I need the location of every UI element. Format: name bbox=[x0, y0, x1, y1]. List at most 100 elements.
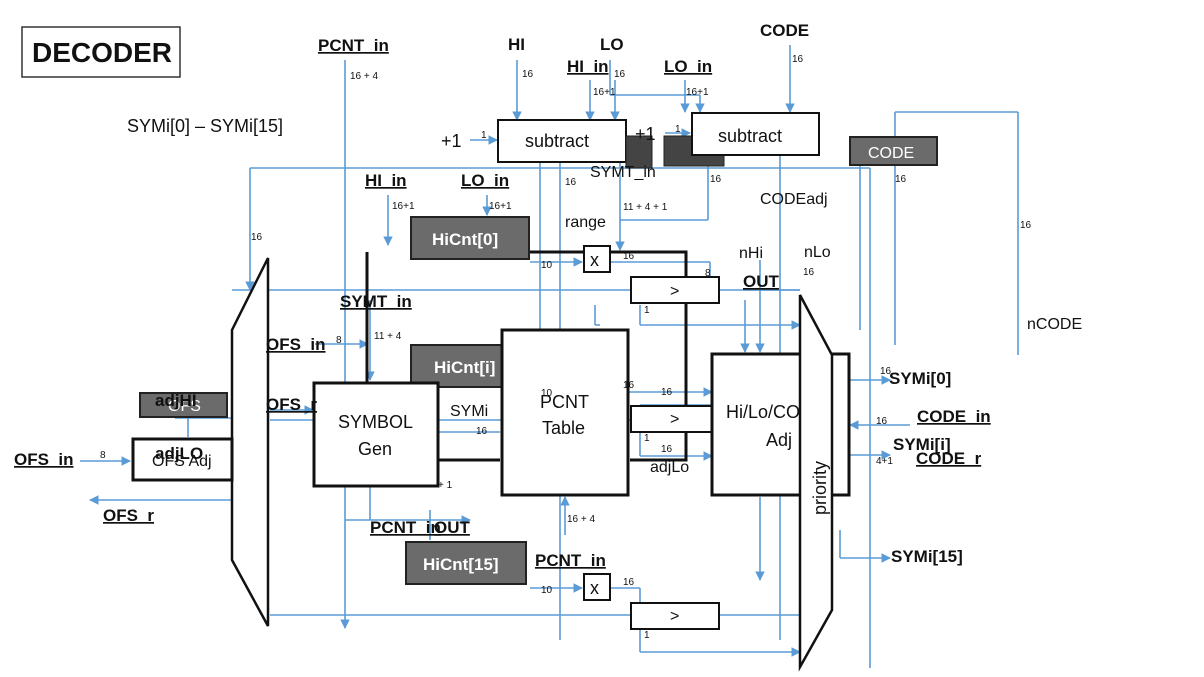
plus-one-left: +1 bbox=[441, 131, 462, 151]
subtract-right: subtract bbox=[691, 112, 820, 156]
hicnt-0-label: HiCnt[0] bbox=[432, 230, 498, 249]
hilo-adj-line2: Adj bbox=[766, 430, 792, 450]
width-code-in: 16 bbox=[876, 416, 888, 427]
symbol-gen-line1: SYMBOL bbox=[338, 412, 413, 432]
multiplier-15-label: x bbox=[590, 578, 599, 598]
width-range: 11 + 4 + 1 bbox=[623, 202, 668, 213]
symt-in-inner-label: SYMT_in bbox=[340, 292, 412, 311]
left-mux bbox=[230, 257, 270, 627]
pcnt-in-top-label: PCNT_in bbox=[318, 36, 389, 55]
adjhi-left-label: adjHI bbox=[155, 391, 197, 410]
symi15-output-label: SYMi[15] bbox=[891, 547, 963, 566]
width-mult0-out: 16 bbox=[623, 251, 635, 262]
width-adjlo: 16 bbox=[661, 444, 673, 455]
symt-in-top-label: SYMT_in bbox=[590, 164, 656, 181]
hicnt-15-label: HiCnt[15] bbox=[423, 555, 499, 574]
width-left-bus: 16 bbox=[251, 232, 263, 243]
ofs-in-left-label: OFS_in bbox=[14, 450, 74, 469]
out-label: OUT bbox=[743, 272, 780, 291]
ofs-adj-block: OFS Adj bbox=[131, 437, 234, 482]
width-symi0: 16 bbox=[880, 366, 892, 377]
width-symt-in: 11 + 4 bbox=[374, 331, 402, 342]
ofs-in-inner-label: OFS_in bbox=[266, 335, 326, 354]
symi-inner-label: SYMi bbox=[450, 403, 488, 420]
hi-in-top-label: HI_in bbox=[567, 57, 609, 76]
multiplier-15: x bbox=[583, 573, 611, 601]
title-box: DECODER bbox=[21, 26, 181, 78]
code-r-right-label: CODE_r bbox=[916, 449, 982, 468]
ofs-register-label: OFS bbox=[168, 398, 201, 415]
width-lo-in: 16+1 bbox=[686, 87, 709, 98]
hi-in-inner-label: HI_in bbox=[365, 171, 407, 190]
out-lower-label: OUT bbox=[434, 518, 471, 537]
width-ofs-in-left: 8 bbox=[100, 450, 106, 461]
code-in-right-label: CODE_in bbox=[917, 407, 991, 426]
symi0-output-label: SYMi[0] bbox=[889, 369, 951, 388]
width-hi: 16 bbox=[522, 69, 534, 80]
ofs-register: OFS bbox=[139, 392, 228, 418]
ncode-label: nCODE bbox=[1027, 316, 1082, 333]
lo-top-label: LO bbox=[600, 35, 624, 54]
width-cmpi-out: 1 bbox=[644, 433, 650, 444]
nhi-label: nHi bbox=[739, 245, 763, 262]
ofs-r-inner-label: OFS_r bbox=[266, 395, 317, 414]
comparator-15: > bbox=[630, 602, 720, 630]
width-mult0-in: 10 bbox=[541, 260, 553, 271]
width-pcnt-bottom: 16 + 4 bbox=[567, 514, 596, 525]
pcnt-table-line1: PCNT bbox=[540, 392, 589, 412]
width-nhi: 8 bbox=[705, 268, 711, 279]
pcnt-table-line2: Table bbox=[542, 418, 585, 438]
width-code-r: 4+1 bbox=[876, 456, 893, 467]
width-ncode: 16 bbox=[1020, 220, 1032, 231]
width-lo: 16 bbox=[614, 69, 626, 80]
width-cmp15-out: 1 bbox=[644, 630, 650, 641]
width-plus1-right: 1 bbox=[675, 124, 681, 135]
width-hi-in: 16+1 bbox=[593, 87, 616, 98]
lo-in-top-label: LO_in bbox=[664, 57, 712, 76]
width-cmp0-out: 1 bbox=[644, 305, 650, 316]
subtract-left: subtract bbox=[497, 119, 627, 163]
symbol-gen-line2: Gen bbox=[358, 439, 392, 459]
width-code-reg: 16 bbox=[895, 174, 907, 185]
comparator-0-label: > bbox=[670, 283, 679, 300]
hicnt-0: HiCnt[0] bbox=[410, 216, 530, 260]
reg-small-left bbox=[625, 135, 653, 169]
ofs-adj-label: OFS Adj bbox=[152, 453, 212, 470]
title-text: DECODER bbox=[32, 37, 172, 68]
bus-widths: 16 + 4 16 16 16 16+1 16+1 1 1 16 16 16 1… bbox=[100, 54, 1032, 641]
width-mult15-in: 10 bbox=[541, 585, 553, 596]
codeadj-label: CODEadj bbox=[760, 191, 828, 208]
width-sub2-out: 16 bbox=[710, 174, 722, 185]
comparator-i: > bbox=[630, 405, 720, 433]
nlo-label: nLo bbox=[804, 244, 831, 261]
symii-output-label: SYMi[i] bbox=[893, 435, 951, 454]
width-plus1-left: 1 bbox=[481, 130, 487, 141]
ofs-r-left-label: OFS_r bbox=[103, 506, 154, 525]
symi-range-label: SYMi[0] – SYMi[15] bbox=[127, 116, 283, 136]
width-pcnt-top: 16 + 4 bbox=[350, 71, 379, 82]
code-register-label: CODE bbox=[868, 145, 914, 162]
lo-in-inner-label: LO_in bbox=[461, 171, 509, 190]
hi-top-label: HI bbox=[508, 35, 525, 54]
adjlo-right-label: adjLo bbox=[650, 459, 689, 476]
pcnt-in-lower-label: PCNT_in bbox=[370, 518, 441, 537]
code-top-label: CODE bbox=[760, 21, 809, 40]
code-register: CODE bbox=[849, 136, 938, 166]
width-sub-out: 16 bbox=[565, 177, 577, 188]
width-nlo: 16 bbox=[803, 267, 815, 278]
width-ofs-in-inner: 8 bbox=[336, 335, 342, 346]
width-symi: 16 bbox=[476, 426, 488, 437]
multiplier-0: x bbox=[583, 245, 611, 273]
adjlo-left-label: adjLO bbox=[155, 444, 203, 463]
hicnt-i-label: HiCnt[i] bbox=[434, 358, 495, 377]
comparator-0: > bbox=[630, 276, 720, 304]
width-code: 16 bbox=[792, 54, 804, 65]
width-multi-in: 10 bbox=[541, 388, 553, 399]
width-mult15-out: 16 bbox=[623, 577, 635, 588]
comparator-i-label: > bbox=[670, 411, 679, 428]
priority-label: priority bbox=[810, 461, 830, 515]
hicnt-15: HiCnt[15] bbox=[405, 541, 527, 585]
subtract-right-label: subtract bbox=[718, 126, 782, 146]
symbol-gen-block: SYMBOL Gen bbox=[312, 381, 440, 488]
priority-mux: priority bbox=[798, 294, 834, 672]
